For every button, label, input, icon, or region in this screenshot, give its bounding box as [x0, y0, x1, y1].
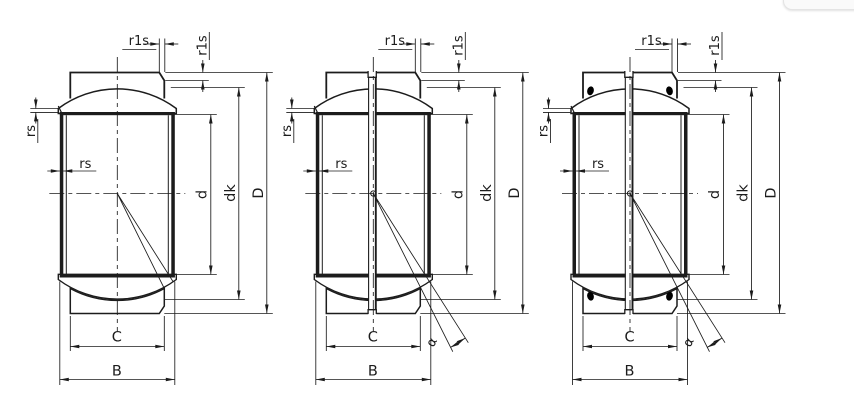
label-bore-diameter: d [194, 190, 210, 199]
label-rs-left: rs [24, 125, 39, 137]
label-sphere-diameter: dk [223, 184, 239, 202]
label-rs-inner: rs [592, 157, 604, 172]
label-sphere-diameter: dk [736, 184, 752, 202]
label-outer-diameter: D [764, 187, 780, 198]
label-rs-left: rs [537, 125, 552, 137]
label-r1s-width: r1s [385, 34, 406, 49]
window-corner-artifact [783, 0, 854, 10]
label-inner-ring-width: B [368, 364, 378, 380]
label-sphere-diameter: dk [479, 184, 495, 202]
label-inner-ring-width: B [112, 364, 122, 380]
label-r1s-height: r1s [708, 35, 723, 56]
label-tilt-angle: α [680, 335, 697, 350]
view-bearing-split-ring: r1s r1s rs rs d dk D C B α [280, 31, 530, 386]
label-inner-ring-width: B [625, 364, 635, 380]
label-r1s-width: r1s [129, 34, 150, 49]
label-outer-diameter: D [507, 187, 523, 198]
label-rs-left: rs [280, 125, 295, 137]
label-outer-ring-width: C [624, 330, 634, 346]
view-bearing-sealed: r1s r1s rs rs d dk D C B α [537, 31, 787, 386]
label-outer-ring-width: C [112, 330, 122, 346]
label-outer-diameter: D [251, 187, 267, 198]
label-tilt-angle: α [424, 335, 441, 350]
label-bore-diameter: d [450, 190, 466, 199]
label-r1s-width: r1s [641, 34, 662, 49]
view-bearing-standard: r1s r1s rs rs d dk D C B [24, 31, 274, 386]
label-rs-inner: rs [335, 157, 347, 172]
label-bore-diameter: d [707, 190, 723, 199]
label-rs-inner: rs [79, 157, 91, 172]
label-r1s-height: r1s [195, 35, 210, 56]
label-outer-ring-width: C [368, 330, 378, 346]
label-r1s-height: r1s [451, 35, 466, 56]
